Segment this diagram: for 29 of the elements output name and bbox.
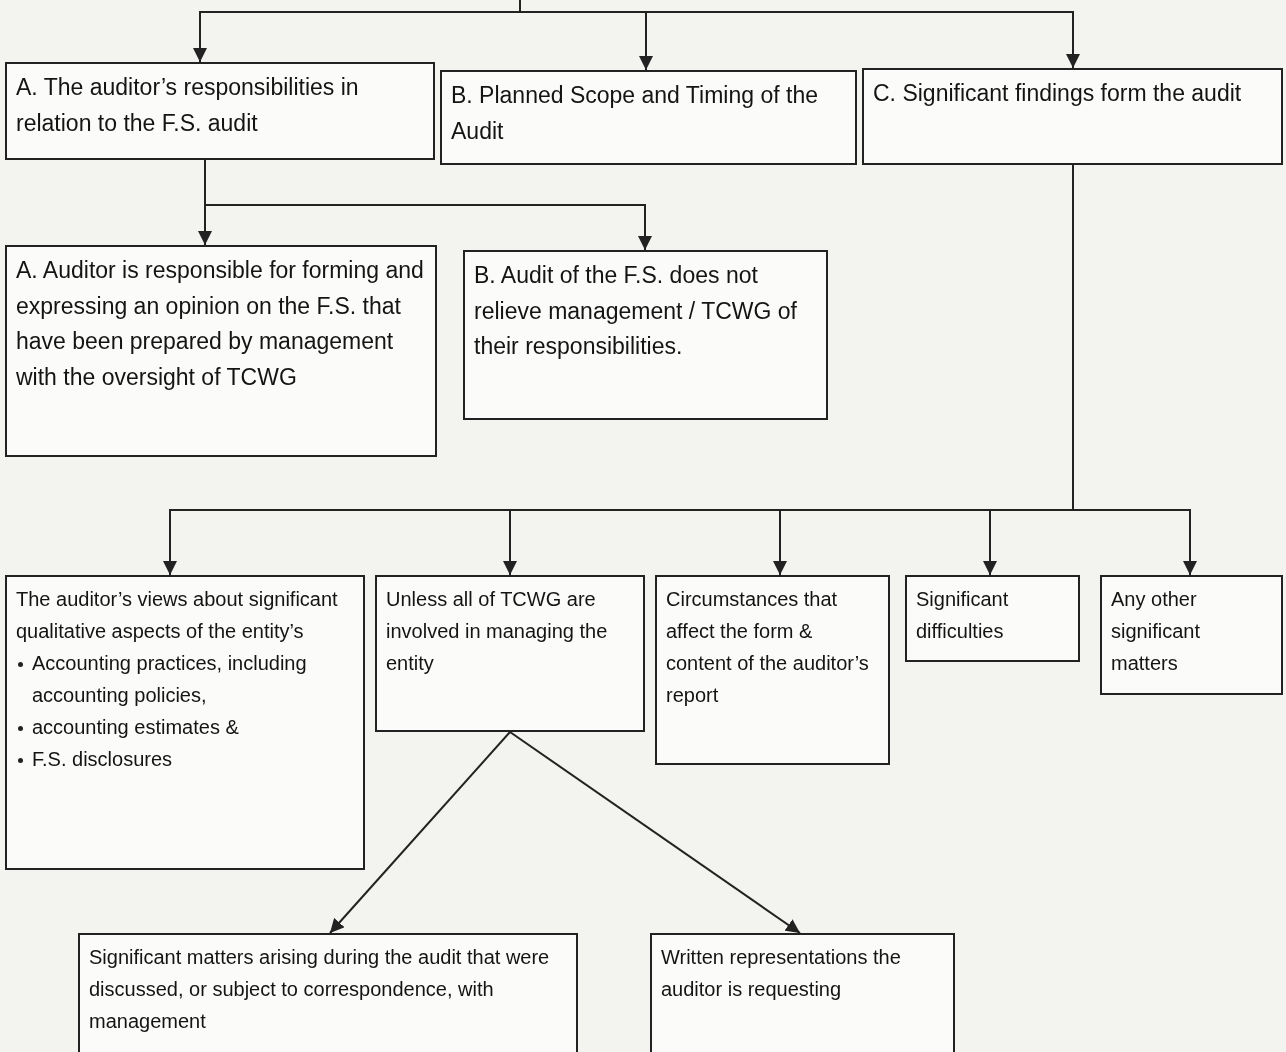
box-text: Unless all of TCWG are involved in managing the entity <box>386 587 609 676</box>
text-box <box>905 575 1080 662</box>
box-text: B. Planned Scope and Timing of the Audit <box>451 81 819 146</box>
bullet-item: accounting estimates & <box>16 711 354 743</box>
arrow <box>519 0 1080 69</box>
text-box <box>5 62 435 160</box>
text-box <box>463 250 828 420</box>
text-box <box>5 575 365 870</box>
bullet-item: F.S. disclosures <box>16 743 354 775</box>
arrow <box>329 731 511 934</box>
box-text: Any other significant matters <box>1111 587 1201 676</box>
text-box <box>78 933 578 1052</box>
text-box <box>5 245 437 457</box>
box-text: A. Auditor is responsible for forming and expressing an opinion on the F.S. that have been prepared by management with the oversight of TCWG <box>16 256 425 392</box>
box-text: Written representations the auditor is requesting <box>661 945 902 1002</box>
box-text: C. Significant findings form the audit <box>873 79 1243 108</box>
text-box <box>440 70 857 165</box>
box-text: B. Audit of the F.S. does not relieve management / TCWG of their responsibilities. <box>474 261 798 362</box>
box-text: A. The auditor’s responsibilities in relation to the F.S. audit <box>16 73 360 138</box>
text-box <box>375 575 645 732</box>
text-box <box>1100 575 1283 695</box>
box-text: The auditor’s views about significant qualitative aspects of the entity’s <box>16 587 339 644</box>
box-text: Circumstances that affect the form & content of the auditor’s report <box>666 587 870 708</box>
arrow <box>509 731 801 934</box>
text-box <box>655 575 890 765</box>
box-text: Significant matters arising during the audit that were discussed, or subject to correspondence, with management <box>89 945 551 1034</box>
text-box <box>650 933 955 1052</box>
box-text: Significant difficulties <box>916 587 1010 644</box>
text-box <box>862 68 1283 165</box>
